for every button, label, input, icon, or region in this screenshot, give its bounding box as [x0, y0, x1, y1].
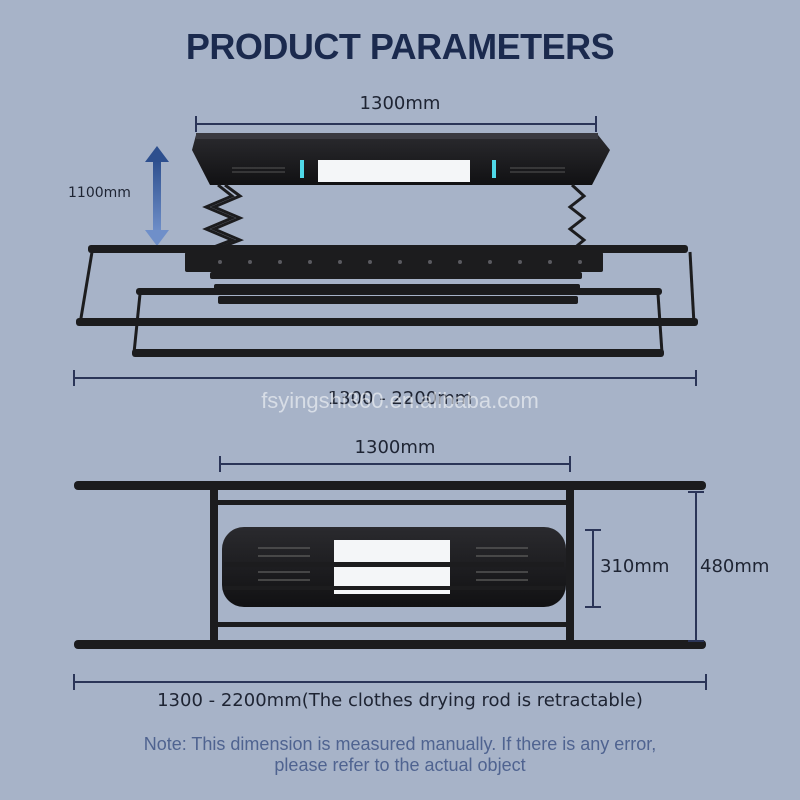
uv-light-right: [492, 160, 496, 178]
inner-depth-dimension-line: [585, 529, 601, 608]
note-line-2: please refer to the actual object: [274, 755, 526, 775]
top-range-label: 1300 - 2200mm: [327, 388, 473, 409]
top-range-dimension-line: [73, 370, 697, 386]
top-width-label: 1300mm: [359, 93, 441, 114]
bottom-ceiling-unit: [222, 527, 566, 607]
top-width-dimension-line: [195, 116, 597, 132]
drying-rack: [76, 245, 698, 357]
watermark: fsyingshi360.en.alibaba.com: [261, 388, 539, 413]
uv-light-left: [300, 160, 304, 178]
bottom-width-dimension-line: [219, 456, 571, 472]
bottom-range-dimension-line: [73, 674, 707, 690]
scissor-lift-right: [567, 183, 587, 252]
outer-depth-dimension-line: [688, 491, 704, 642]
rack-side-struts: [78, 251, 696, 354]
bottom-width-label: 1300mm: [354, 437, 436, 458]
ceiling-unit: [192, 133, 610, 185]
outer-depth-label: 480mm: [700, 556, 770, 577]
inner-depth-label: 310mm: [600, 556, 670, 577]
top-height-label: 1100mm: [68, 185, 131, 201]
scissor-lift-left: [202, 183, 245, 252]
note-line-1: Note: This dimension is measured manuall…: [143, 734, 657, 754]
led-light-panel: [318, 160, 470, 182]
page-title: PRODUCT PARAMETERS: [185, 26, 615, 67]
bottom-rack: [74, 481, 706, 649]
height-arrow-icon: [145, 146, 169, 246]
bottom-range-label: 1300 - 2200mm(The clothes drying rod is …: [157, 690, 643, 711]
